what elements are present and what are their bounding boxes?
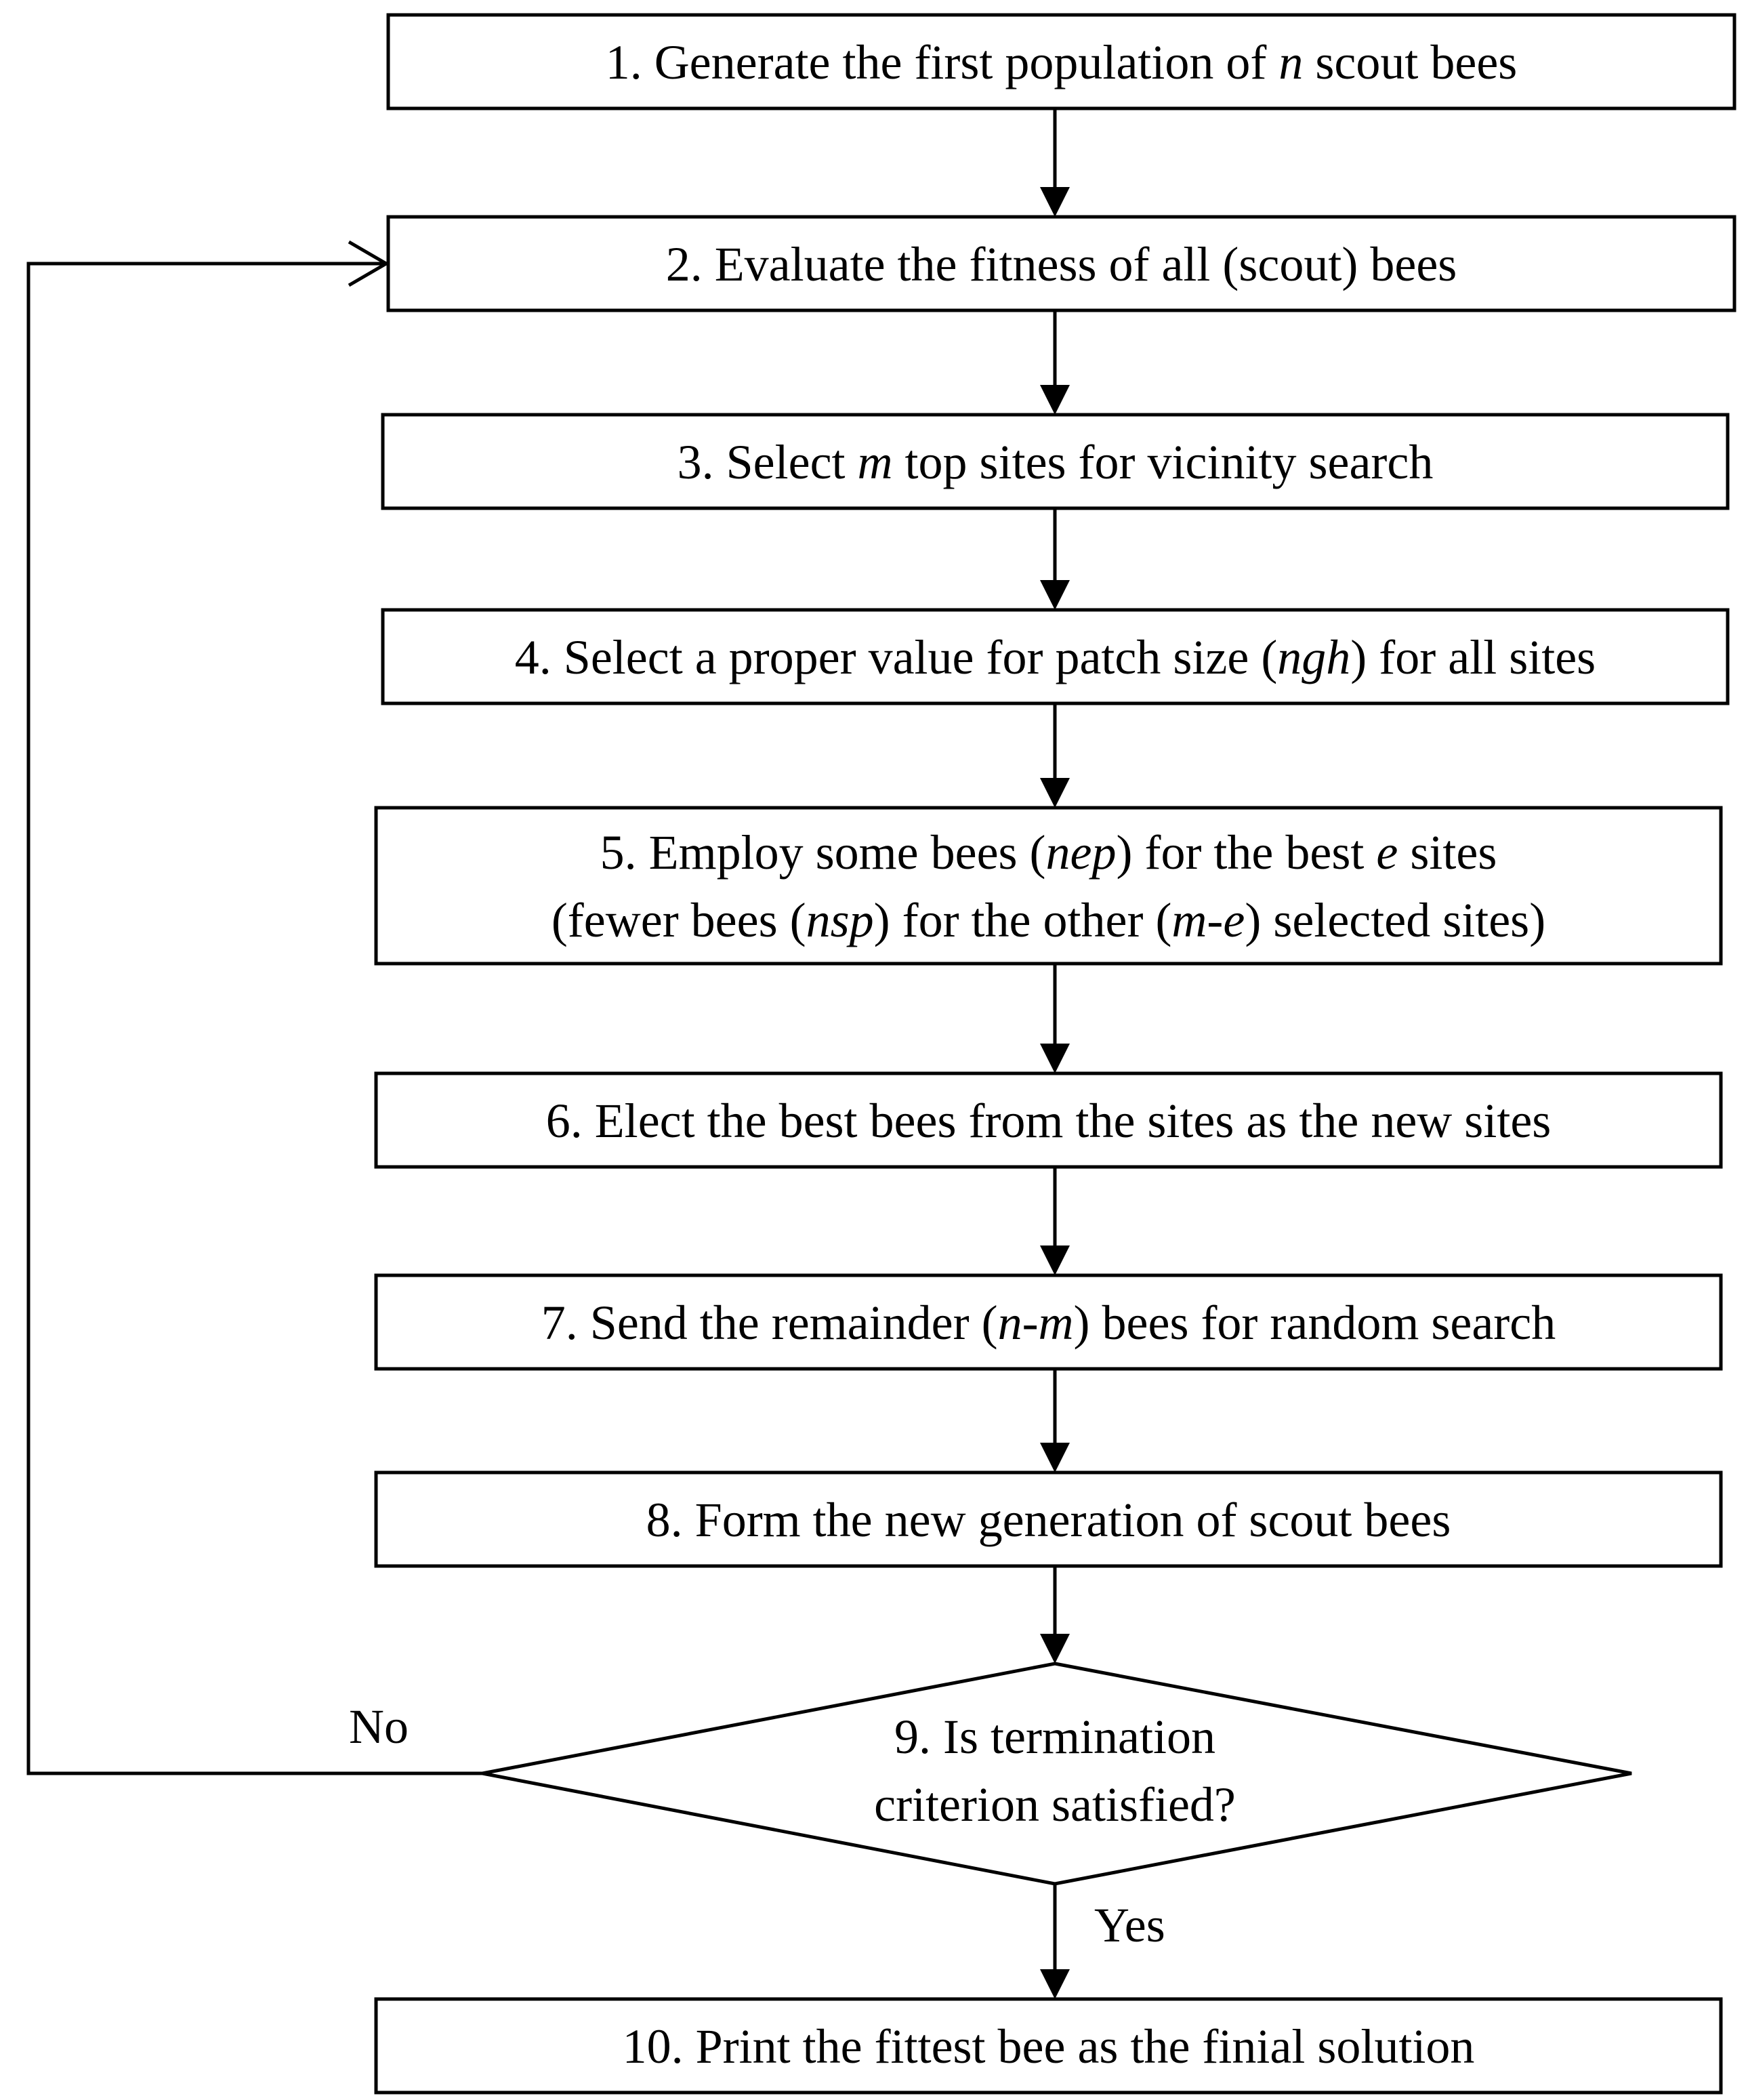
- step-3-text-line-1: 3. Select m top sites for vicinity searc…: [678, 435, 1434, 489]
- decision-9: 9. Is termination criterion satisfied?: [482, 1662, 1632, 1886]
- step-10: 10. Print the fittest bee as the finial …: [374, 1997, 1723, 2095]
- edge-labels: No Yes: [349, 1700, 1165, 1952]
- step-7: 7. Send the remainder (n-m) bees for ran…: [374, 1273, 1723, 1371]
- step-4-text-line-1: 4. Select a proper value for patch size …: [515, 630, 1596, 684]
- arrow-6-to-7: [1040, 1167, 1070, 1275]
- arrow-7-to-8: [1040, 1369, 1070, 1473]
- step-2: 2. Evaluate the fitness of all (scout) b…: [386, 215, 1736, 312]
- step-1-text-line-1: 1. Generate the first population of n sc…: [606, 35, 1518, 89]
- arrow-2-to-3: [1040, 310, 1070, 415]
- no-label: No: [349, 1700, 409, 1754]
- step-4-box: [381, 608, 1730, 705]
- step-7-text-line-1: 7. Send the remainder (n-m) bees for ran…: [541, 1296, 1556, 1350]
- step-5: 5. Employ some bees (nep) for the best e…: [374, 806, 1723, 966]
- step-4: 4. Select a proper value for patch size …: [381, 608, 1730, 705]
- step-8: 8. Form the new generation of scout bees: [374, 1470, 1723, 1568]
- decision-text-line-2: criterion satisfied?: [874, 1777, 1236, 1832]
- step-6-box: [374, 1071, 1723, 1169]
- step-5-box: [374, 806, 1723, 966]
- arrow-8-to-9: [1040, 1566, 1070, 1664]
- arrow-9-to-10: [1040, 1884, 1070, 1999]
- yes-label: Yes: [1094, 1898, 1165, 1952]
- step-2-box: [386, 215, 1736, 312]
- step-3-box: [381, 413, 1730, 510]
- step-7-box: [374, 1273, 1723, 1371]
- step-10-box: [374, 1997, 1723, 2095]
- arrow-4-to-5: [1040, 703, 1070, 808]
- nodes: 1. Generate the first population of n sc…: [374, 13, 1736, 2095]
- arrow-3-to-4: [1040, 508, 1070, 610]
- step-8-text-line-1: 8. Form the new generation of scout bees: [646, 1493, 1451, 1547]
- step-5-text-line-2: (fewer bees (nsp) for the other (m-e) se…: [552, 893, 1545, 947]
- step-8-box: [374, 1470, 1723, 1568]
- decision-diamond: [482, 1662, 1632, 1886]
- arrow-no-loop: [26, 240, 482, 1775]
- step-6: 6. Elect the best bees from the sites as…: [374, 1071, 1723, 1169]
- step-10-text-line-1: 10. Print the fittest bee as the finial …: [623, 2019, 1475, 2074]
- step-1-box: [386, 13, 1736, 110]
- arrow-5-to-6: [1040, 964, 1070, 1073]
- arrow-1-to-2: [1040, 108, 1070, 217]
- step-2-text-line-1: 2. Evaluate the fitness of all (scout) b…: [666, 237, 1457, 291]
- step-5-text-line-1: 5. Employ some bees (nep) for the best e…: [600, 825, 1497, 880]
- decision-text-line-1: 9. Is termination: [894, 1710, 1215, 1764]
- step-6-text-line-1: 6. Elect the best bees from the sites as…: [546, 1094, 1552, 1148]
- step-1: 1. Generate the first population of n sc…: [386, 13, 1736, 110]
- step-3: 3. Select m top sites for vicinity searc…: [381, 413, 1730, 510]
- connectors: [26, 108, 1070, 1999]
